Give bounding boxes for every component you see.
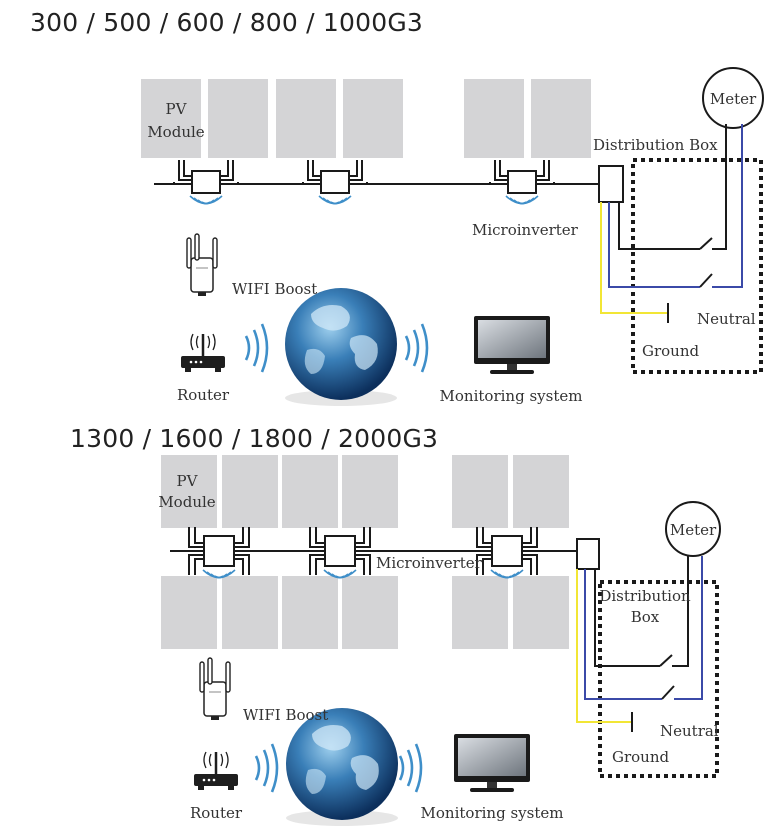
meter-1	[702, 67, 764, 129]
diagram-1-title: 300 / 500 / 600 / 800 / 1000G3	[30, 8, 424, 37]
router-icon	[192, 750, 240, 792]
neutral-label: Neutral	[660, 722, 719, 740]
globe-icon	[285, 288, 397, 406]
microinverter-label: Microinverter	[376, 554, 483, 572]
distribution-box-1	[631, 158, 763, 374]
wifi-signal-icon	[505, 195, 539, 205]
pv-module-label-line2: Module	[158, 493, 215, 511]
wiring-1	[600, 124, 743, 323]
signal-waves-icon	[254, 742, 279, 794]
distribution-box-label: Distribution Box	[593, 136, 718, 154]
signal-waves-icon	[244, 322, 269, 374]
distribution-box-2	[598, 580, 719, 778]
router-label: Router	[190, 804, 243, 822]
junction-box-2	[576, 538, 600, 570]
router-icon	[179, 332, 227, 374]
neutral-label: Neutral	[697, 310, 756, 328]
router-label: Router	[177, 386, 230, 404]
microinverter-label: Microinverter	[472, 221, 579, 239]
monitor-icon	[454, 734, 530, 792]
pv-panels-2-top	[161, 455, 569, 528]
diagram-1: PV Module Microinverter Distribution Box…	[141, 67, 764, 406]
meter-label: Meter	[710, 90, 757, 108]
wiring-2	[576, 556, 703, 732]
wifi-signal-icon	[189, 195, 223, 205]
signal-waves-icon	[404, 322, 429, 374]
wifi-boost-label: WIFI Boost	[232, 280, 317, 298]
distribution-box-label-line2: Box	[631, 608, 660, 626]
meter-label: Meter	[670, 521, 717, 539]
diagram-2: PV Module Microinverter Distribution Box…	[158, 455, 721, 826]
microinverter-1b	[302, 159, 368, 194]
distribution-box-label-line1: Distribution	[599, 587, 691, 605]
pv-module-label-line1: PV	[177, 472, 199, 490]
meter-2	[665, 501, 721, 557]
signal-waves-icon	[398, 742, 423, 794]
globe-icon	[286, 708, 398, 826]
monitoring-label: Monitoring system	[440, 387, 583, 405]
microinverter-1a	[173, 159, 239, 194]
diagram-2-title: 1300 / 1600 / 1800 / 2000G3	[70, 424, 439, 453]
pv-module-label-line1: PV	[166, 100, 188, 118]
wifi-boost-label: WIFI Boost	[243, 706, 328, 724]
wifi-signal-icon	[318, 195, 352, 205]
pv-panels-1	[141, 79, 591, 158]
pv-panels-2-bottom	[161, 576, 569, 649]
ground-label: Ground	[612, 748, 670, 766]
wifi-booster-icon	[186, 233, 218, 297]
wifi-booster-icon	[199, 657, 231, 721]
microinverter-1c	[489, 159, 555, 194]
pv-module-label-line2: Module	[147, 123, 204, 141]
ground-label: Ground	[642, 342, 700, 360]
monitor-icon	[474, 316, 550, 374]
junction-box-1	[598, 165, 624, 203]
monitoring-label: Monitoring system	[421, 804, 564, 822]
